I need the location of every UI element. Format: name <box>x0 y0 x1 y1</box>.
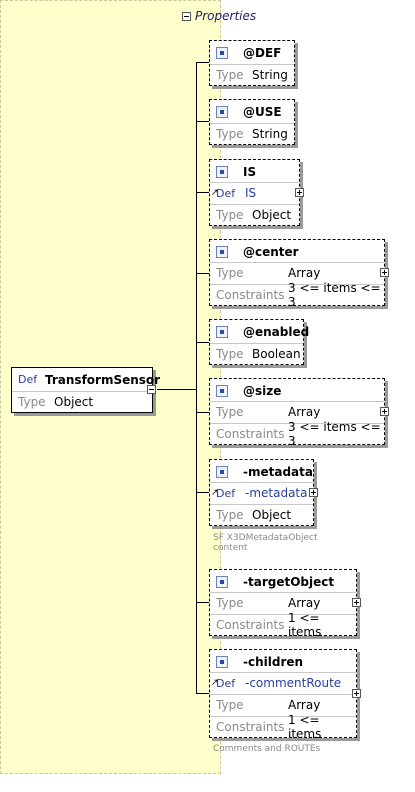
reference-arrow-icon: ↗ <box>211 678 219 688</box>
trunk-line <box>196 62 197 693</box>
element-icon <box>216 165 228 178</box>
children-annotation: Comments and ROUTEs <box>213 744 320 754</box>
attribute-enabled-box[interactable]: @enabled Type Boolean <box>209 319 309 365</box>
root-element-box[interactable]: Def TransformSensor Type Object <box>11 367 160 413</box>
element-name: -children <box>243 654 304 669</box>
attribute-use-box[interactable]: @USE Type String <box>209 99 295 145</box>
type-key: Type <box>216 347 244 361</box>
attribute-def-box[interactable]: @DEF Type String <box>209 40 295 86</box>
attribute-name: @enabled <box>243 324 310 339</box>
constraints-key: Constraints <box>216 427 285 441</box>
type-key: Type <box>216 405 244 419</box>
branch-def <box>196 62 210 63</box>
root-type-value: Object <box>54 395 94 409</box>
def-key: Def <box>216 486 236 500</box>
constraints-value: 1 <= items <box>288 611 322 639</box>
properties-header[interactable]: Properties <box>182 8 256 24</box>
type-value: Array <box>288 596 321 610</box>
element-children-box[interactable]: -children ↗ Def -commentRoute Type Array… <box>209 649 357 741</box>
element-name: IS <box>243 164 257 179</box>
type-value: Boolean <box>252 347 301 361</box>
branch-children <box>196 693 210 694</box>
type-key: Type <box>216 596 244 610</box>
attribute-center-box[interactable]: @center Type Array Constraints 3 <= item… <box>209 239 385 309</box>
type-value: Array <box>288 405 321 419</box>
type-value: Array <box>288 698 321 712</box>
expand-icon[interactable] <box>352 689 361 698</box>
properties-title: Properties <box>195 9 257 23</box>
collapse-icon[interactable] <box>182 11 191 21</box>
type-value: Array <box>288 266 321 280</box>
type-value: String <box>252 68 288 82</box>
attribute-name: @DEF <box>243 45 282 60</box>
type-value: Object <box>252 508 292 522</box>
def-value: -metadata <box>245 486 308 500</box>
type-key: Type <box>216 208 244 222</box>
attribute-icon <box>216 384 228 397</box>
expand-icon[interactable] <box>380 268 389 277</box>
constraints-value: 1 <= items <box>288 713 322 741</box>
reference-arrow-icon: ↗ <box>211 188 219 198</box>
attribute-name: @size <box>243 383 282 398</box>
element-name: -targetObject <box>243 574 335 589</box>
branch-use <box>196 121 210 122</box>
constraints-key: Constraints <box>216 720 285 734</box>
element-metadata-box[interactable]: -metadata ↗ Def -metadata Type Object <box>209 459 314 526</box>
root-type-key: Type <box>18 395 46 409</box>
branch-enabled <box>196 342 210 343</box>
expand-icon[interactable] <box>380 407 389 416</box>
root-element-name: TransformSensor <box>45 372 161 387</box>
type-key: Type <box>216 698 244 712</box>
type-value: Object <box>252 208 292 222</box>
element-targetobject-box[interactable]: -targetObject Type Array Constraints 1 <… <box>209 569 357 639</box>
expand-icon[interactable] <box>295 188 304 197</box>
type-key: Type <box>216 127 244 141</box>
attribute-name: @center <box>243 244 299 259</box>
attribute-icon <box>216 105 228 118</box>
attribute-size-box[interactable]: @size Type Array Constraints 3 <= items … <box>209 378 385 448</box>
element-icon <box>216 655 228 668</box>
expand-icon[interactable] <box>309 488 318 497</box>
metadata-annotation: SF X3DMetadataObject content <box>213 533 318 553</box>
attribute-icon <box>216 325 228 338</box>
root-def-label: Def <box>18 373 38 386</box>
type-key: Type <box>216 508 244 522</box>
attribute-name: @USE <box>243 104 282 119</box>
branch-is <box>196 192 210 193</box>
element-icon <box>216 465 228 478</box>
type-value: String <box>252 127 288 141</box>
def-value: -commentRoute <box>245 676 342 690</box>
expand-icon[interactable] <box>352 598 361 607</box>
constraints-key: Constraints <box>216 288 285 302</box>
element-icon <box>216 575 228 588</box>
element-is-box[interactable]: IS ↗ Def IS Type Object <box>209 159 300 226</box>
def-key: Def <box>216 186 236 200</box>
annotation-line: SF X3DMetadataObject <box>213 533 318 543</box>
element-name: -metadata <box>243 464 313 479</box>
constraints-value: 3 <= items <= 3 <box>288 420 381 448</box>
branch-size <box>196 412 210 413</box>
reference-arrow-icon: ↗ <box>211 488 219 498</box>
constraints-value: 3 <= items <= 3 <box>288 281 381 309</box>
type-key: Type <box>216 68 244 82</box>
def-value: IS <box>245 186 257 200</box>
def-key: Def <box>216 676 236 690</box>
branch-targetobject <box>196 602 210 603</box>
branch-center <box>196 273 210 274</box>
attribute-icon <box>216 46 228 59</box>
type-key: Type <box>216 266 244 280</box>
constraints-key: Constraints <box>216 618 285 632</box>
branch-metadata <box>196 492 210 493</box>
root-connector <box>157 389 196 390</box>
root-collapse-icon[interactable] <box>147 385 156 394</box>
attribute-icon <box>216 245 228 258</box>
annotation-line: content <box>213 543 248 553</box>
annotation-line: Comments and ROUTEs <box>213 744 321 754</box>
